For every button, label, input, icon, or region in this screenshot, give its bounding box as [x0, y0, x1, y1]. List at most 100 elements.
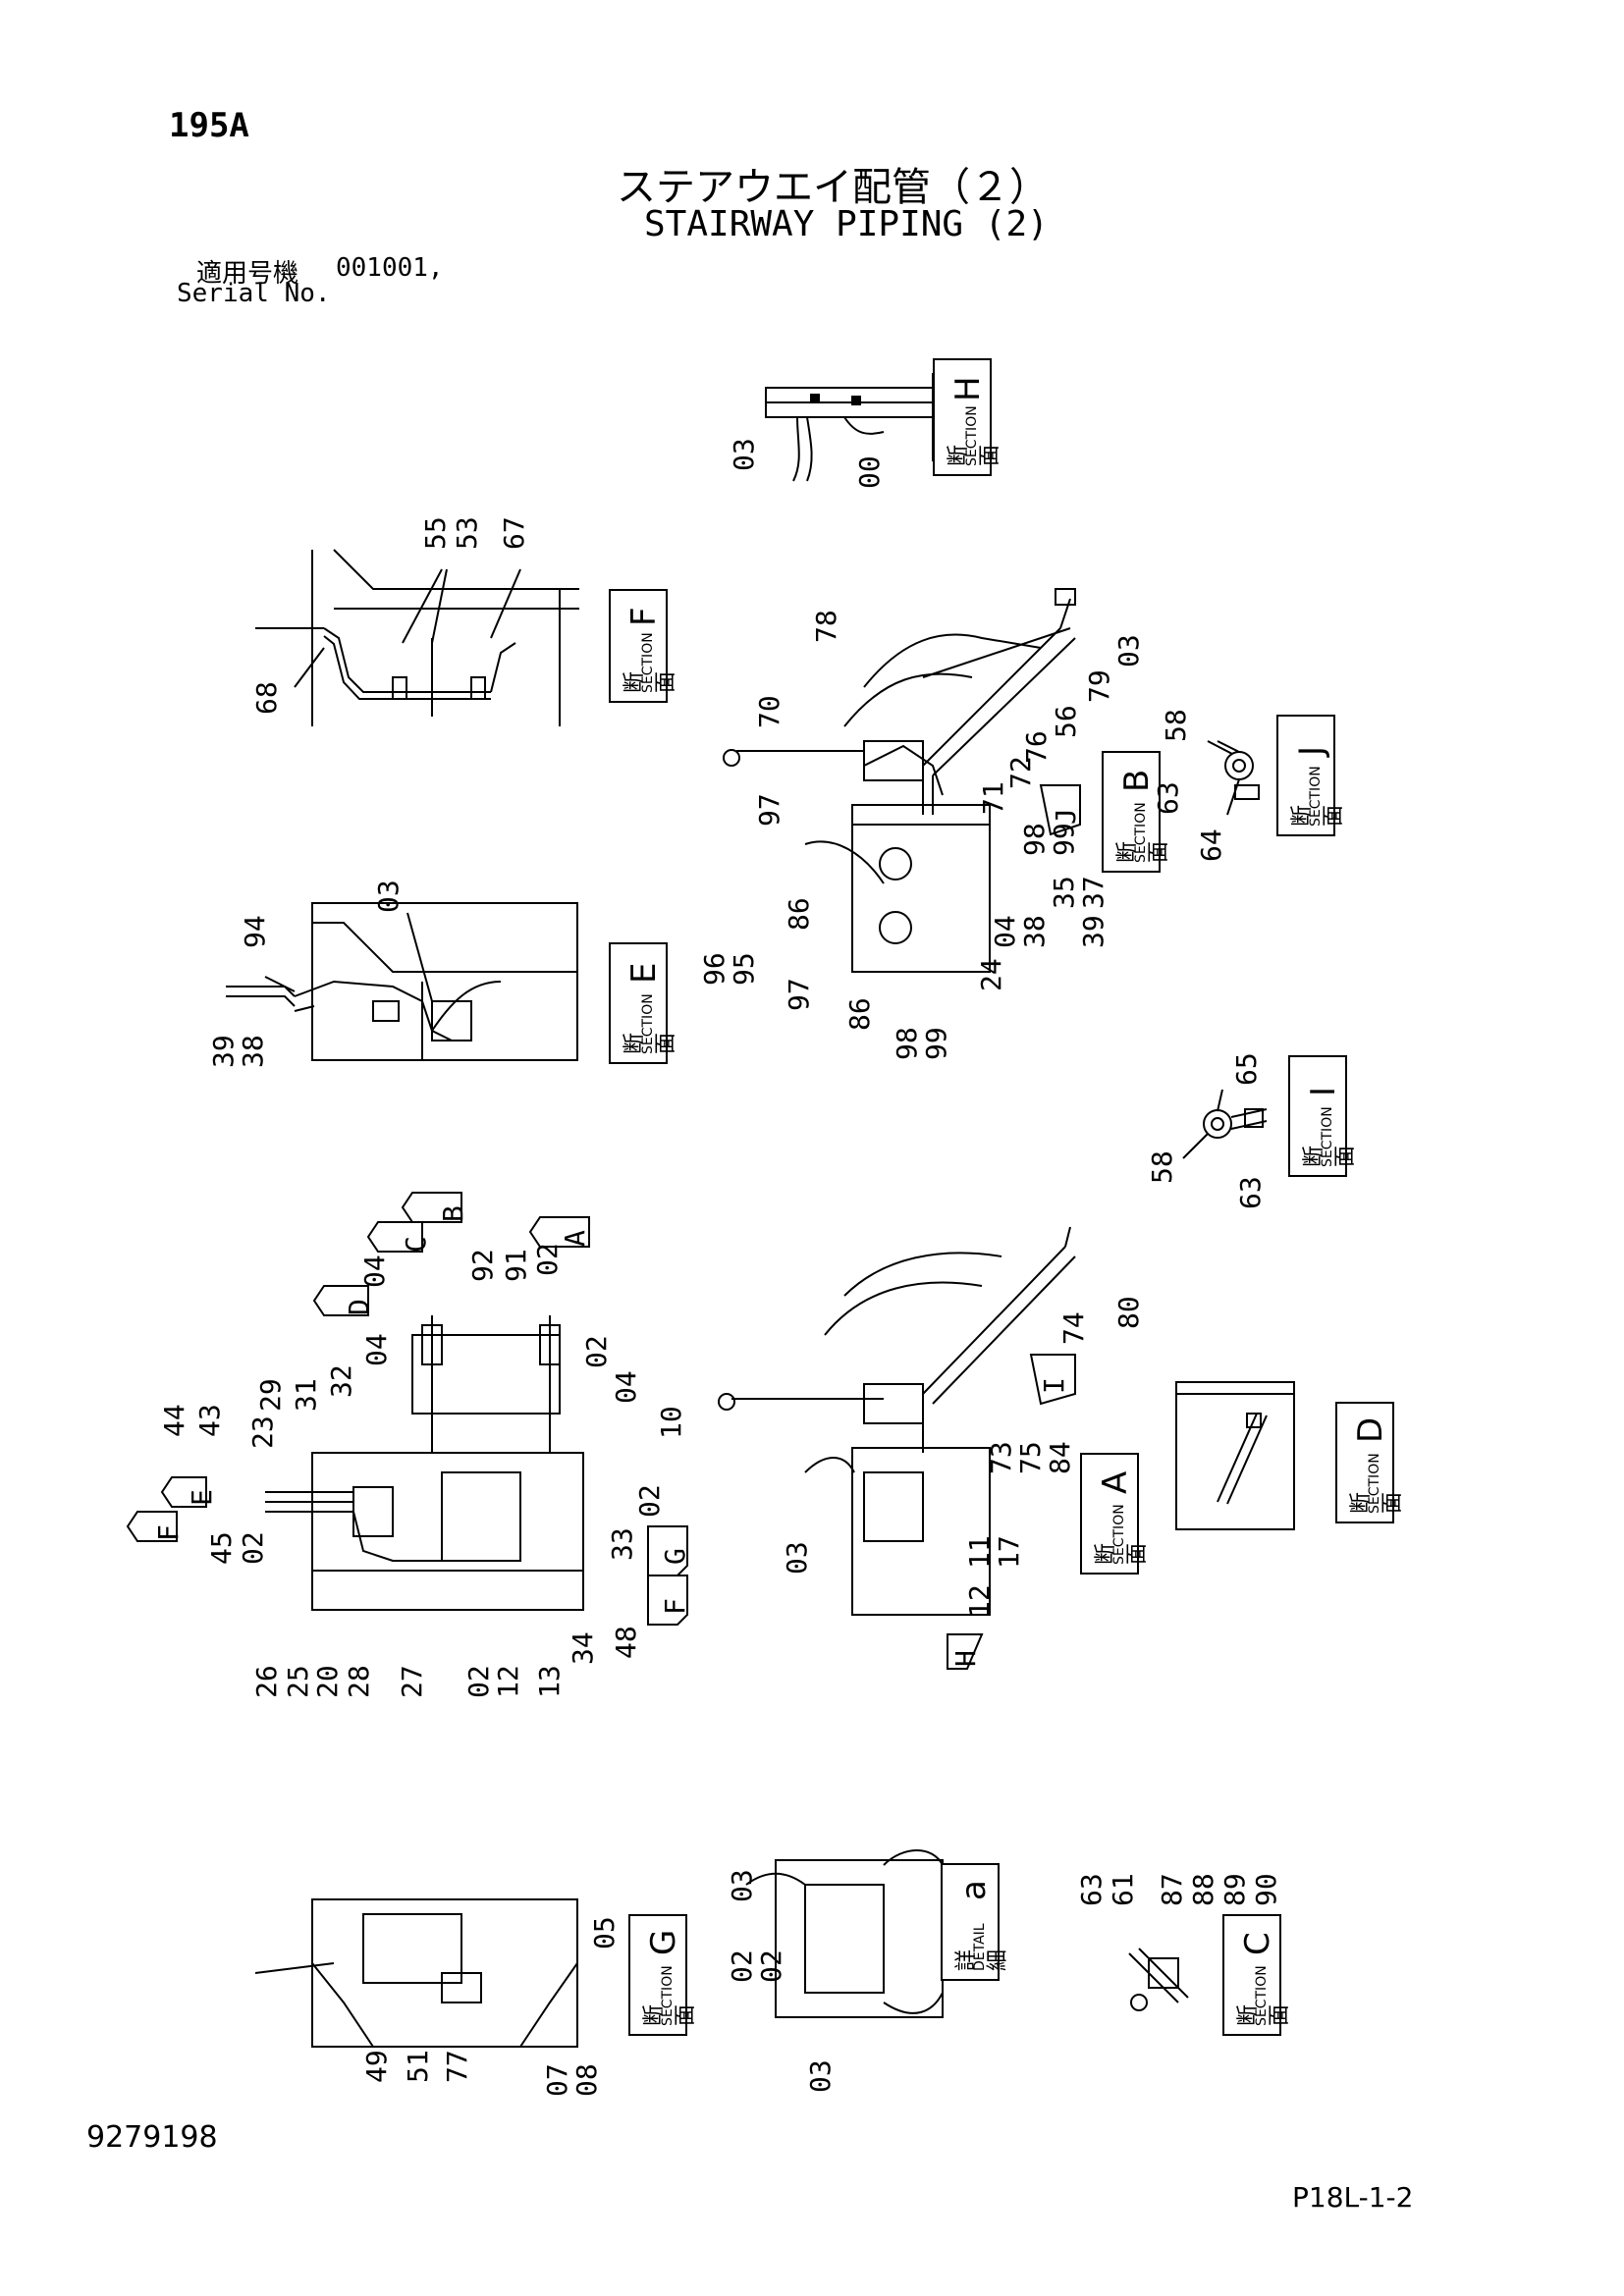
part-label: 56	[1050, 705, 1082, 738]
part-label: 35	[1048, 876, 1080, 909]
section-b-tag: 断 面 SECTION B	[1102, 751, 1171, 873]
part-label: 03	[728, 438, 760, 471]
part-label: 70	[753, 695, 785, 728]
part-label: 05	[588, 1916, 621, 1949]
part-label: 58	[1146, 1150, 1178, 1184]
part-label: 03	[1112, 634, 1145, 667]
section-a-tag: 断 面 SECTION A	[1080, 1453, 1150, 1575]
serial-value: 001001,	[336, 253, 444, 283]
part-label: 38	[237, 1035, 269, 1068]
part-label: 88	[1187, 1873, 1219, 1906]
part-label: 95	[728, 952, 760, 986]
arrow-d-letter: D	[343, 1299, 375, 1315]
part-label: 99	[920, 1027, 952, 1060]
part-label: 32	[325, 1364, 357, 1398]
part-label: 98	[1018, 823, 1051, 856]
part-label: 12	[492, 1665, 524, 1698]
part-label: 53	[451, 516, 483, 550]
part-label: 13	[533, 1665, 566, 1698]
part-label: 04	[610, 1370, 642, 1404]
part-label: 65	[1230, 1052, 1263, 1086]
section-c-letter: C	[1238, 1932, 1277, 1955]
part-label: 72	[1004, 756, 1037, 789]
detail-a-view	[745, 1849, 944, 2018]
detail-a-tag: 詳 細 DETAIL a	[941, 1863, 1010, 1981]
part-label: 08	[570, 2063, 603, 2097]
part-label: 68	[250, 681, 283, 715]
arrow-f-letter: F	[152, 1524, 185, 1541]
part-label: 02	[237, 1531, 269, 1565]
part-label: 17	[993, 1535, 1025, 1569]
part-label: 33	[606, 1527, 638, 1561]
part-label: 03	[726, 1869, 758, 1902]
page-code: 195A	[169, 106, 249, 145]
part-label: 92	[466, 1249, 499, 1282]
part-label: 00	[853, 455, 886, 489]
section-b-view	[723, 588, 1076, 973]
part-label: 51	[402, 2050, 434, 2083]
section-j-tag: 断 面 SECTION J	[1276, 715, 1346, 836]
arrow-h-letter: H	[949, 1650, 982, 1667]
part-label: 03	[804, 2059, 837, 2093]
part-label: 02	[726, 1949, 758, 1983]
plan-view	[265, 1315, 584, 1611]
part-label: 24	[975, 958, 1007, 991]
title-english: STAIRWAY PIPING (2)	[644, 204, 1049, 244]
part-label: 86	[783, 897, 815, 931]
detail-a-letter: a	[954, 1880, 994, 1900]
part-label: 20	[311, 1665, 344, 1698]
part-label: 63	[1152, 781, 1184, 815]
part-label: 58	[1160, 709, 1192, 742]
section-f-tag: 断 面 SECTION F	[609, 589, 678, 703]
part-label: 86	[843, 997, 876, 1031]
part-label: 28	[343, 1665, 375, 1698]
arrow-b-letter: B	[437, 1205, 469, 1222]
part-label: 99	[1048, 823, 1080, 856]
part-label: 10	[655, 1406, 687, 1439]
part-label: 91	[500, 1249, 532, 1282]
part-label: 43	[193, 1404, 226, 1437]
section-e-view	[226, 902, 578, 1061]
section-i-letter: I	[1304, 1086, 1343, 1096]
arrow-e-letter: E	[186, 1489, 218, 1506]
part-label: 03	[372, 880, 405, 913]
part-label: 29	[254, 1378, 287, 1412]
section-f-letter: F	[624, 607, 664, 626]
part-label: 03	[781, 1541, 813, 1575]
part-label: 80	[1112, 1296, 1145, 1329]
part-label: 25	[282, 1665, 314, 1698]
part-label: 26	[250, 1665, 283, 1698]
section-cut-arrows	[126, 784, 1081, 1670]
part-label: 90	[1250, 1873, 1282, 1906]
section-g-letter: G	[644, 1929, 683, 1955]
part-label: 02	[462, 1665, 495, 1698]
section-g-view	[254, 1898, 578, 2048]
arrow-a-letter: A	[559, 1230, 591, 1247]
part-label: 63	[1075, 1873, 1108, 1906]
part-label: 96	[698, 952, 731, 986]
serial-label-english: Serial No.	[177, 279, 331, 308]
part-label: 74	[1057, 1311, 1090, 1345]
section-i-tag: 断 面 SECTION I	[1288, 1055, 1358, 1177]
title-japanese: ステアウエイ配管（２）	[617, 165, 1049, 210]
part-label: 97	[753, 793, 785, 827]
section-h-tag: 断 面 SECTION H	[933, 358, 1002, 476]
part-label: 45	[205, 1531, 238, 1565]
section-d-letter: D	[1351, 1416, 1390, 1443]
part-label: 39	[207, 1035, 240, 1068]
section-c-tag: 断 面 SECTION C	[1222, 1914, 1292, 2036]
section-d-tag: 断 面 SECTION D	[1335, 1402, 1405, 1523]
part-label: 61	[1107, 1873, 1139, 1906]
section-h-letter: H	[948, 376, 988, 401]
section-a-letter: A	[1096, 1470, 1135, 1494]
section-e-letter: E	[624, 962, 664, 984]
part-label: 07	[541, 2063, 573, 2097]
arrow-f2-letter: F	[659, 1598, 691, 1615]
section-b-letter: B	[1117, 769, 1157, 792]
section-c-view	[1128, 1948, 1189, 2011]
part-label: 77	[441, 2050, 473, 2083]
part-label: 55	[419, 516, 452, 550]
part-label: 44	[158, 1404, 190, 1437]
document-number: 9279198	[86, 2120, 218, 2155]
